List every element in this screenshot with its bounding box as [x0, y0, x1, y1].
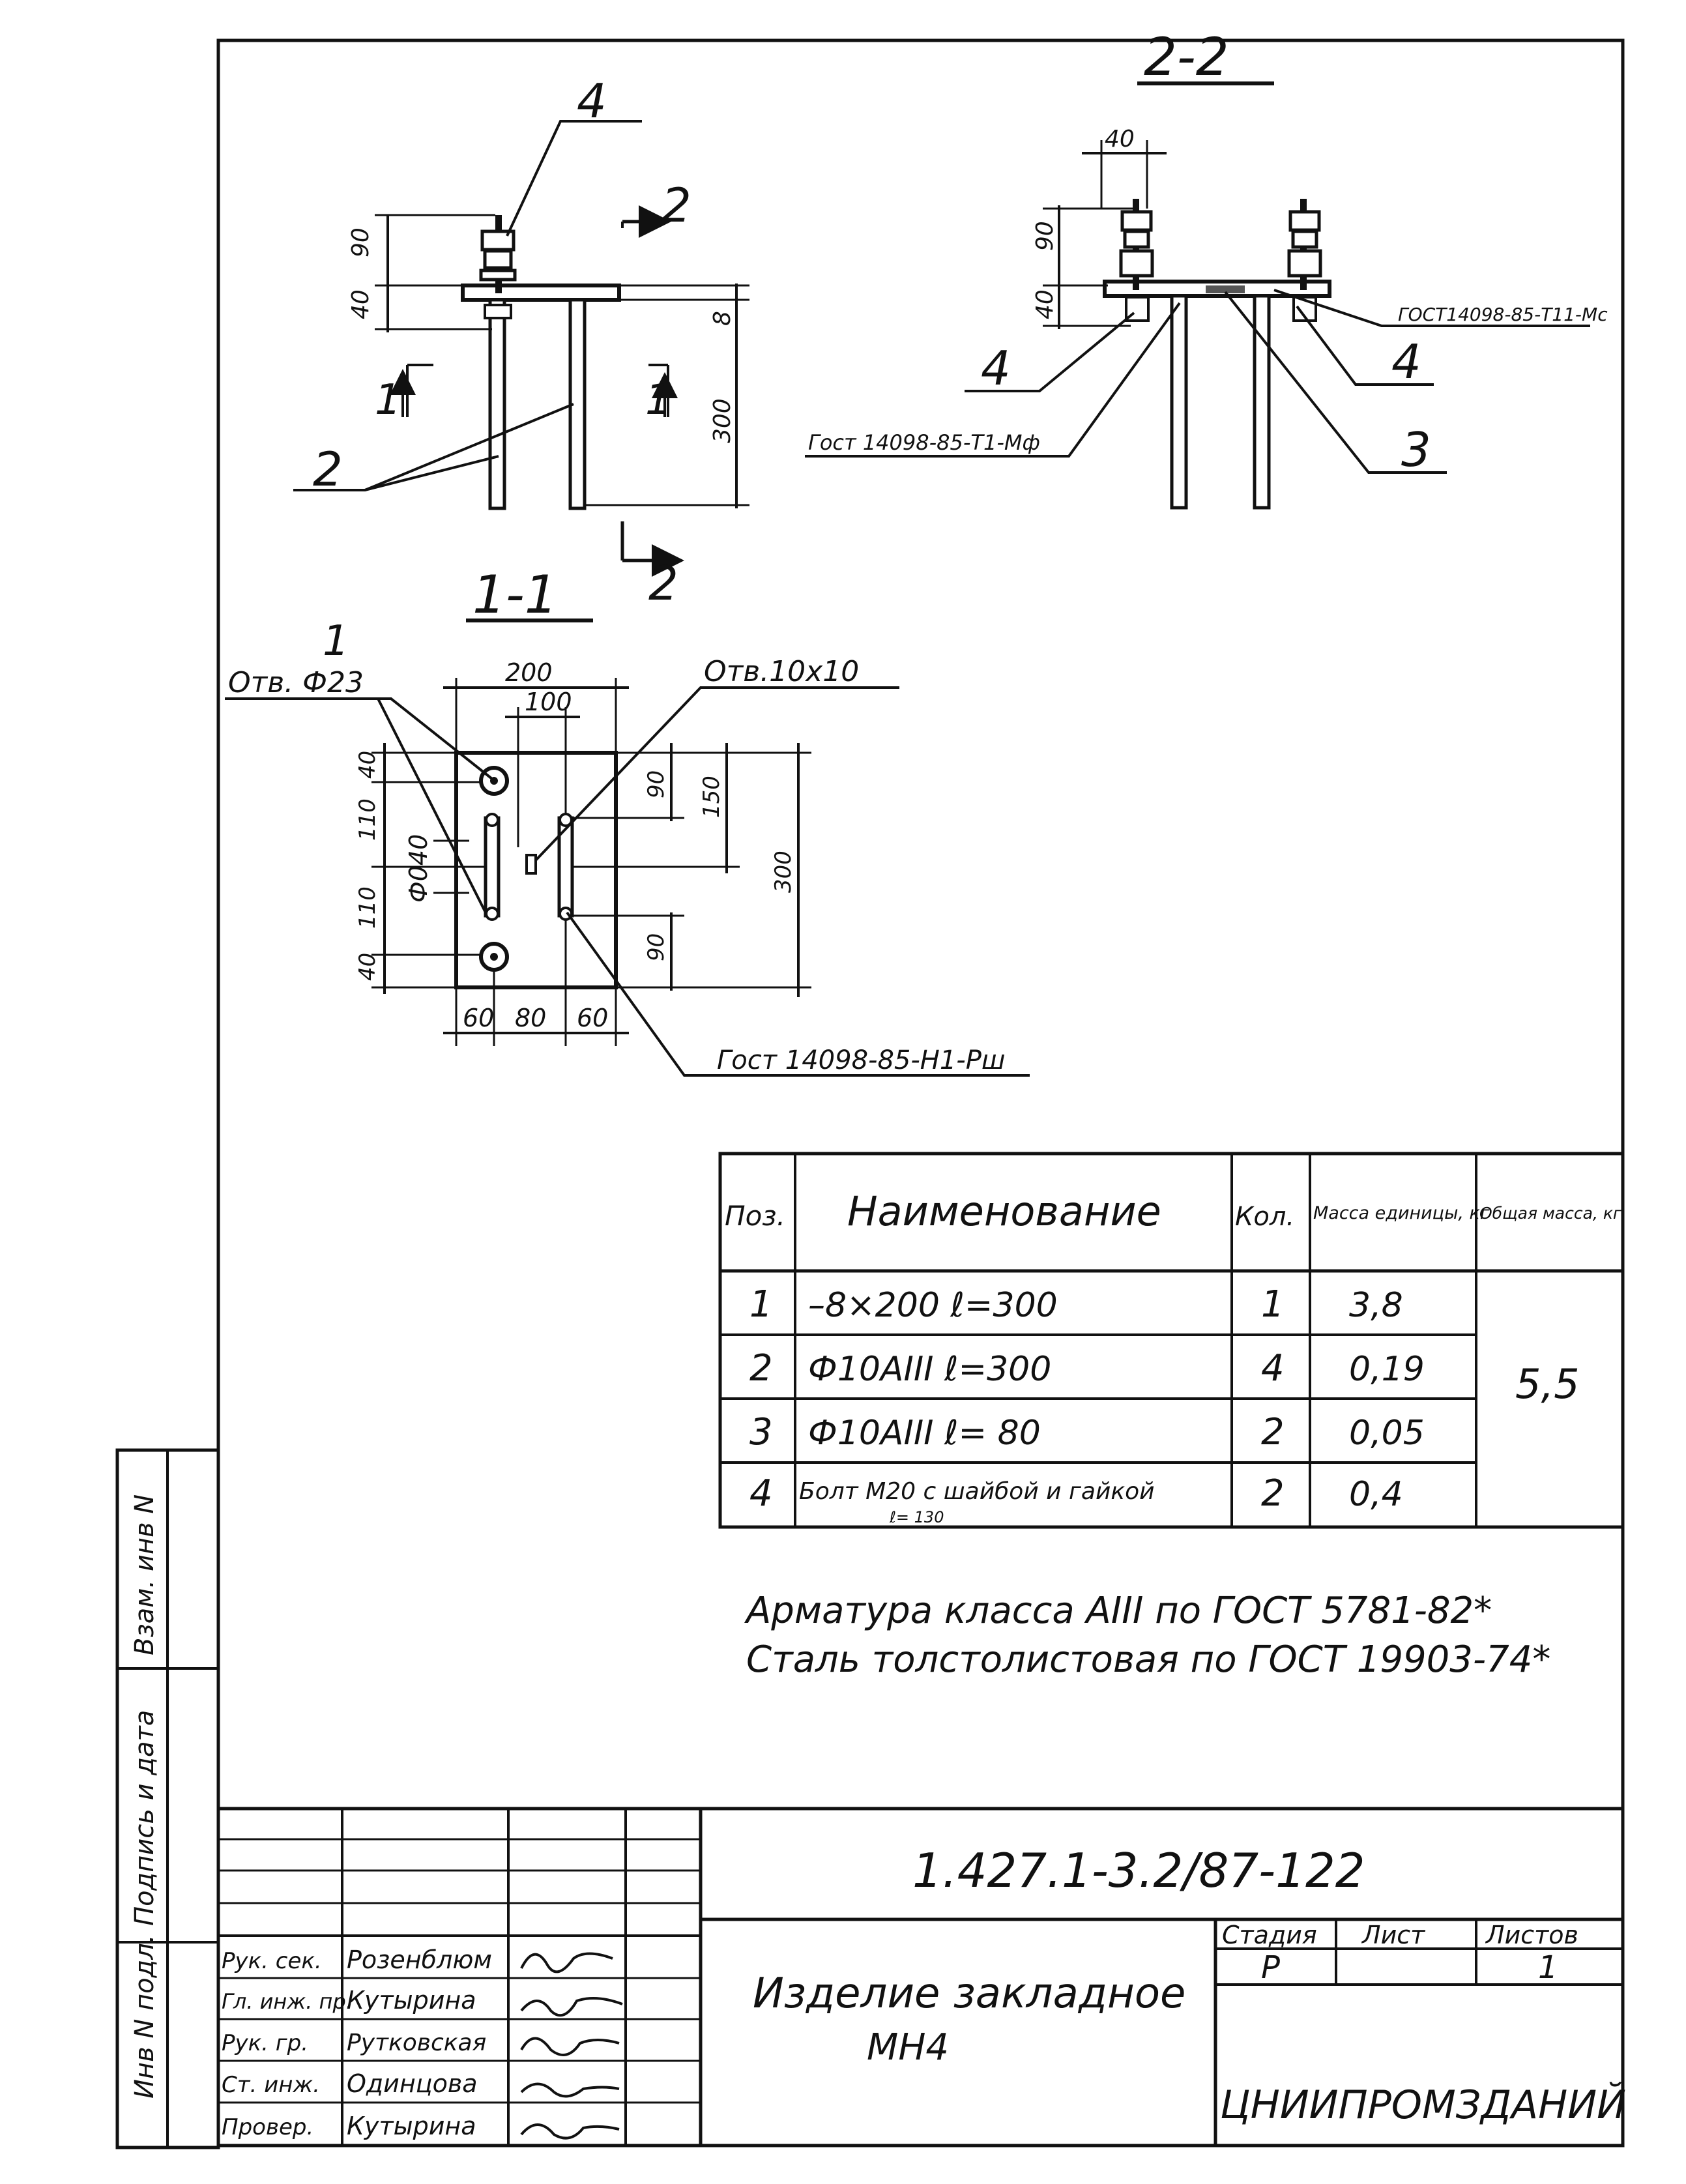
spec-row-3-name: Ф10АIII ℓ= 80 — [808, 1414, 1041, 1453]
spec-row-4-qty: 2 — [1261, 1472, 1285, 1515]
sect11-hole-10: Отв.10x10 — [704, 655, 859, 688]
elev-pos-4: 4 — [577, 74, 607, 128]
spec-row-1-name: –8×200 ℓ=300 — [808, 1286, 1058, 1325]
sect11-dim-60-right: 60 — [577, 1004, 608, 1032]
spec-row-2-qty: 4 — [1261, 1347, 1285, 1390]
sect11-dim-150: 150 — [699, 776, 725, 818]
product-title-line2: МН4 — [867, 2026, 949, 2069]
signer-2-name: Кутырина — [347, 1986, 476, 2015]
spec-row-1-pos: 1 — [749, 1283, 773, 1326]
cut-marker-1-right: 1 — [645, 376, 672, 424]
sheets-value: 1 — [1538, 1949, 1558, 1986]
sect11-dim-80: 80 — [515, 1004, 546, 1032]
spec-row-4-subnote: ℓ= 130 — [889, 1508, 944, 1526]
signer-4-name: Одинцова — [347, 2069, 478, 2098]
signer-3-name: Рутковская — [347, 2030, 486, 2056]
elev-dim-40: 40 — [347, 289, 374, 319]
signer-1-role: Рук. сек. — [222, 1948, 322, 1974]
sect11-dim-300: 300 — [770, 851, 796, 893]
spec-row-1-qty: 1 — [1261, 1283, 1285, 1326]
spec-row-2-name: Ф10АIII ℓ=300 — [808, 1350, 1051, 1389]
spec-row-4-pos: 4 — [749, 1472, 773, 1515]
sect11-dim-60-left: 60 — [463, 1004, 494, 1032]
section-2-2-title: 2-2 — [1144, 27, 1229, 87]
sect22-dim-40-top: 40 — [1105, 126, 1135, 153]
spec-row-3-mass: 0,05 — [1349, 1414, 1425, 1453]
section-1-1-view: 1-1 — [225, 564, 1030, 1077]
elev-dim-8: 8 — [709, 311, 736, 326]
side-stamp-inv: Инв N подл. — [130, 1934, 160, 2099]
stage-header: Стадия — [1222, 1921, 1317, 1949]
sect11-dim-90-bot: 90 — [643, 933, 669, 961]
spec-row-3-qty: 2 — [1261, 1411, 1285, 1453]
sect11-dim-110-b: 110 — [355, 886, 381, 929]
stage-value: Р — [1261, 1949, 1280, 1986]
sheet-header: Лист — [1361, 1921, 1426, 1949]
signer-5-name: Кутырина — [347, 2112, 476, 2140]
sect11-pos-1: 1 — [323, 617, 349, 665]
sect11-gost-bottom: Гост 14098-85-Н1-Рш — [717, 1045, 1005, 1075]
spec-header-total-mass: Общая масса, кг — [1479, 1204, 1622, 1223]
cut-marker-2-bottom: 2 — [648, 556, 678, 611]
elev-dim-300: 300 — [709, 398, 736, 443]
sect11-hole-23: Отв. Ф23 — [228, 666, 364, 699]
sheets-header: Листов — [1485, 1921, 1578, 1949]
sect11-dim-40-top: 40 — [355, 751, 381, 779]
sect22-pos-3: 3 — [1401, 422, 1431, 477]
spec-row-4-mass: 0,4 — [1349, 1475, 1403, 1514]
sect22-pos-4-right: 4 — [1391, 334, 1421, 389]
note-1: Арматура класса АIII по ГОСТ 5781-82* — [744, 1590, 1492, 1632]
spec-header-unit-mass: Масса единицы, кг — [1313, 1203, 1490, 1223]
title-block: 1.427.1-3.2/87-122 Изделие закладное МН4… — [216, 1807, 1626, 2148]
side-stamp-signature: Подпись и дата — [130, 1710, 160, 1926]
handwritten-signatures — [520, 1952, 623, 2140]
elev-dim-90: 90 — [347, 227, 374, 257]
organization: ЦНИИПРОМЗДАНИЙ — [1220, 2082, 1626, 2128]
cut-marker-1-left: 1 — [375, 376, 401, 424]
sect11-dim-110-a: 110 — [355, 798, 381, 841]
sect11-dim-200: 200 — [505, 658, 553, 687]
sect22-gost-right: ГОСТ14098-85-Т11-Мс — [1398, 304, 1608, 325]
signer-1-name: Розенблюм — [347, 1945, 492, 1974]
section-1-1-title: 1-1 — [472, 564, 558, 625]
sect22-gost-left: Гост 14098-85-Т1-Мф — [808, 430, 1040, 455]
spec-header-qty: Кол. — [1235, 1202, 1294, 1232]
section-2-2-view: 2-2 40 90 40 4 — [805, 27, 1608, 510]
spec-header-pos: Поз. — [725, 1200, 785, 1232]
signer-3-role: Рук. гр. — [222, 2030, 308, 2056]
drawing-code: 1.427.1-3.2/87-122 — [912, 1843, 1365, 1898]
spec-row-2-mass: 0,19 — [1349, 1350, 1425, 1389]
sect11-dim-90-top: 90 — [643, 770, 669, 798]
cut-marker-2-top: 2 — [661, 178, 691, 233]
signer-2-role: Гл. инж. пр. — [222, 1989, 353, 2014]
spec-total-mass: 5,5 — [1515, 1360, 1580, 1408]
elevation-view: 4 2 90 40 8 300 2 2 1 1 — [293, 74, 749, 611]
spec-row-2-pos: 2 — [749, 1347, 773, 1390]
spec-table: Поз. Наименование Кол. Масса единицы, кг… — [718, 1152, 1625, 1529]
sect11-dim-100: 100 — [525, 688, 572, 716]
sect11-dim-40-bot: 40 — [355, 953, 381, 981]
product-title-line1: Изделие закладное — [753, 1970, 1185, 2018]
notes: Арматура класса АIII по ГОСТ 5781-82* Ст… — [744, 1590, 1550, 1681]
note-2: Сталь толстолистовая по ГОСТ 19903-74* — [746, 1638, 1550, 1681]
sect11-dim-d40: Ф040 — [404, 834, 433, 903]
elev-pos-2: 2 — [313, 442, 343, 497]
spec-row-3-pos: 3 — [749, 1411, 773, 1453]
spec-row-1-mass: 3,8 — [1349, 1286, 1403, 1325]
signer-4-role: Ст. инж. — [222, 2072, 320, 2098]
sect22-pos-4-left: 4 — [981, 341, 1011, 396]
signer-5-role: Провер. — [222, 2114, 313, 2140]
spec-header-name: Наименование — [847, 1187, 1161, 1235]
side-stamp: Инв N подл. Подпись и дата Взам. инв N — [115, 1448, 220, 2149]
spec-row-4-name: Болт М20 с шайбой и гайкой — [799, 1478, 1155, 1505]
side-stamp-replacement: Взам. инв N — [130, 1494, 160, 1655]
sect22-dim-90: 90 — [1032, 221, 1058, 251]
sect22-dim-40: 40 — [1032, 289, 1058, 319]
